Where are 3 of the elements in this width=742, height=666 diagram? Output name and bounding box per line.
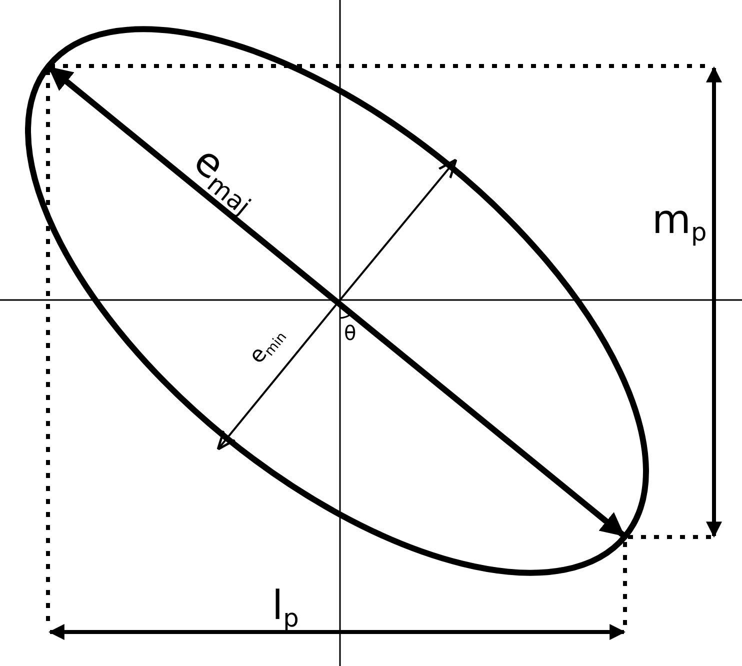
angle-label: θ <box>344 323 356 343</box>
dimension-label: l$_{p}$ <box>272 586 299 632</box>
dimension-label: m$_{p}$ <box>652 200 707 246</box>
